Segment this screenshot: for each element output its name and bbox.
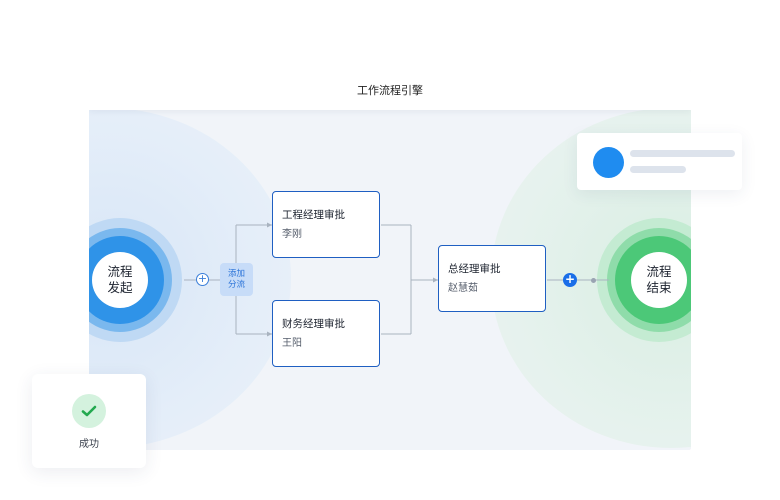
approval-card-general-manager[interactable]: 总经理审批 赵慧茹 [438, 245, 546, 312]
canvas-header: 工作流程引擎 [89, 70, 691, 110]
add-branch-label-1: 添加 [227, 268, 245, 279]
card-title: 总经理审批 [448, 263, 501, 275]
approval-card-finance[interactable]: 财务经理审批 王阳 [272, 300, 380, 367]
add-node-filled-button[interactable]: + [563, 272, 577, 287]
check-icon [81, 405, 97, 417]
end-node-label-1: 流程 [646, 264, 672, 279]
card-approver: 赵慧茹 [448, 283, 478, 294]
arrowhead-card-1 [267, 222, 272, 228]
connector-end-dot [591, 277, 596, 283]
avatar [593, 147, 624, 178]
end-node-label-2: 结束 [646, 280, 672, 295]
approval-card-engineering[interactable]: 工程经理审批 李刚 [272, 191, 380, 258]
start-node-label-1: 流程 [107, 264, 133, 279]
subtitle-placeholder-line [630, 166, 686, 173]
page-title: 工作流程引擎 [357, 84, 423, 97]
status-badge: 成功 [79, 439, 99, 450]
success-toast: 成功 [32, 374, 146, 468]
card-title: 工程经理审批 [282, 209, 345, 221]
connector-lines [184, 222, 609, 337]
name-placeholder-line [630, 150, 735, 157]
arrowhead-card-3 [433, 277, 438, 283]
start-node-label-2: 发起 [107, 280, 133, 295]
card-approver: 王阳 [282, 338, 302, 349]
arrowhead-card-2 [267, 331, 272, 337]
card-approver: 李刚 [282, 229, 302, 240]
end-node[interactable]: 流程结束 [631, 252, 687, 308]
user-profile-card[interactable] [577, 133, 742, 190]
add-branch-button[interactable]: 添加分流 [220, 263, 253, 296]
add-branch-label-2: 分流 [227, 279, 245, 290]
start-node[interactable]: 流程发起 [92, 252, 148, 308]
add-node-plus-button[interactable]: + [196, 272, 209, 286]
workflow-canvas: 工作流程引擎 [89, 70, 691, 450]
card-title: 财务经理审批 [282, 318, 345, 330]
success-icon-badge [72, 394, 106, 428]
